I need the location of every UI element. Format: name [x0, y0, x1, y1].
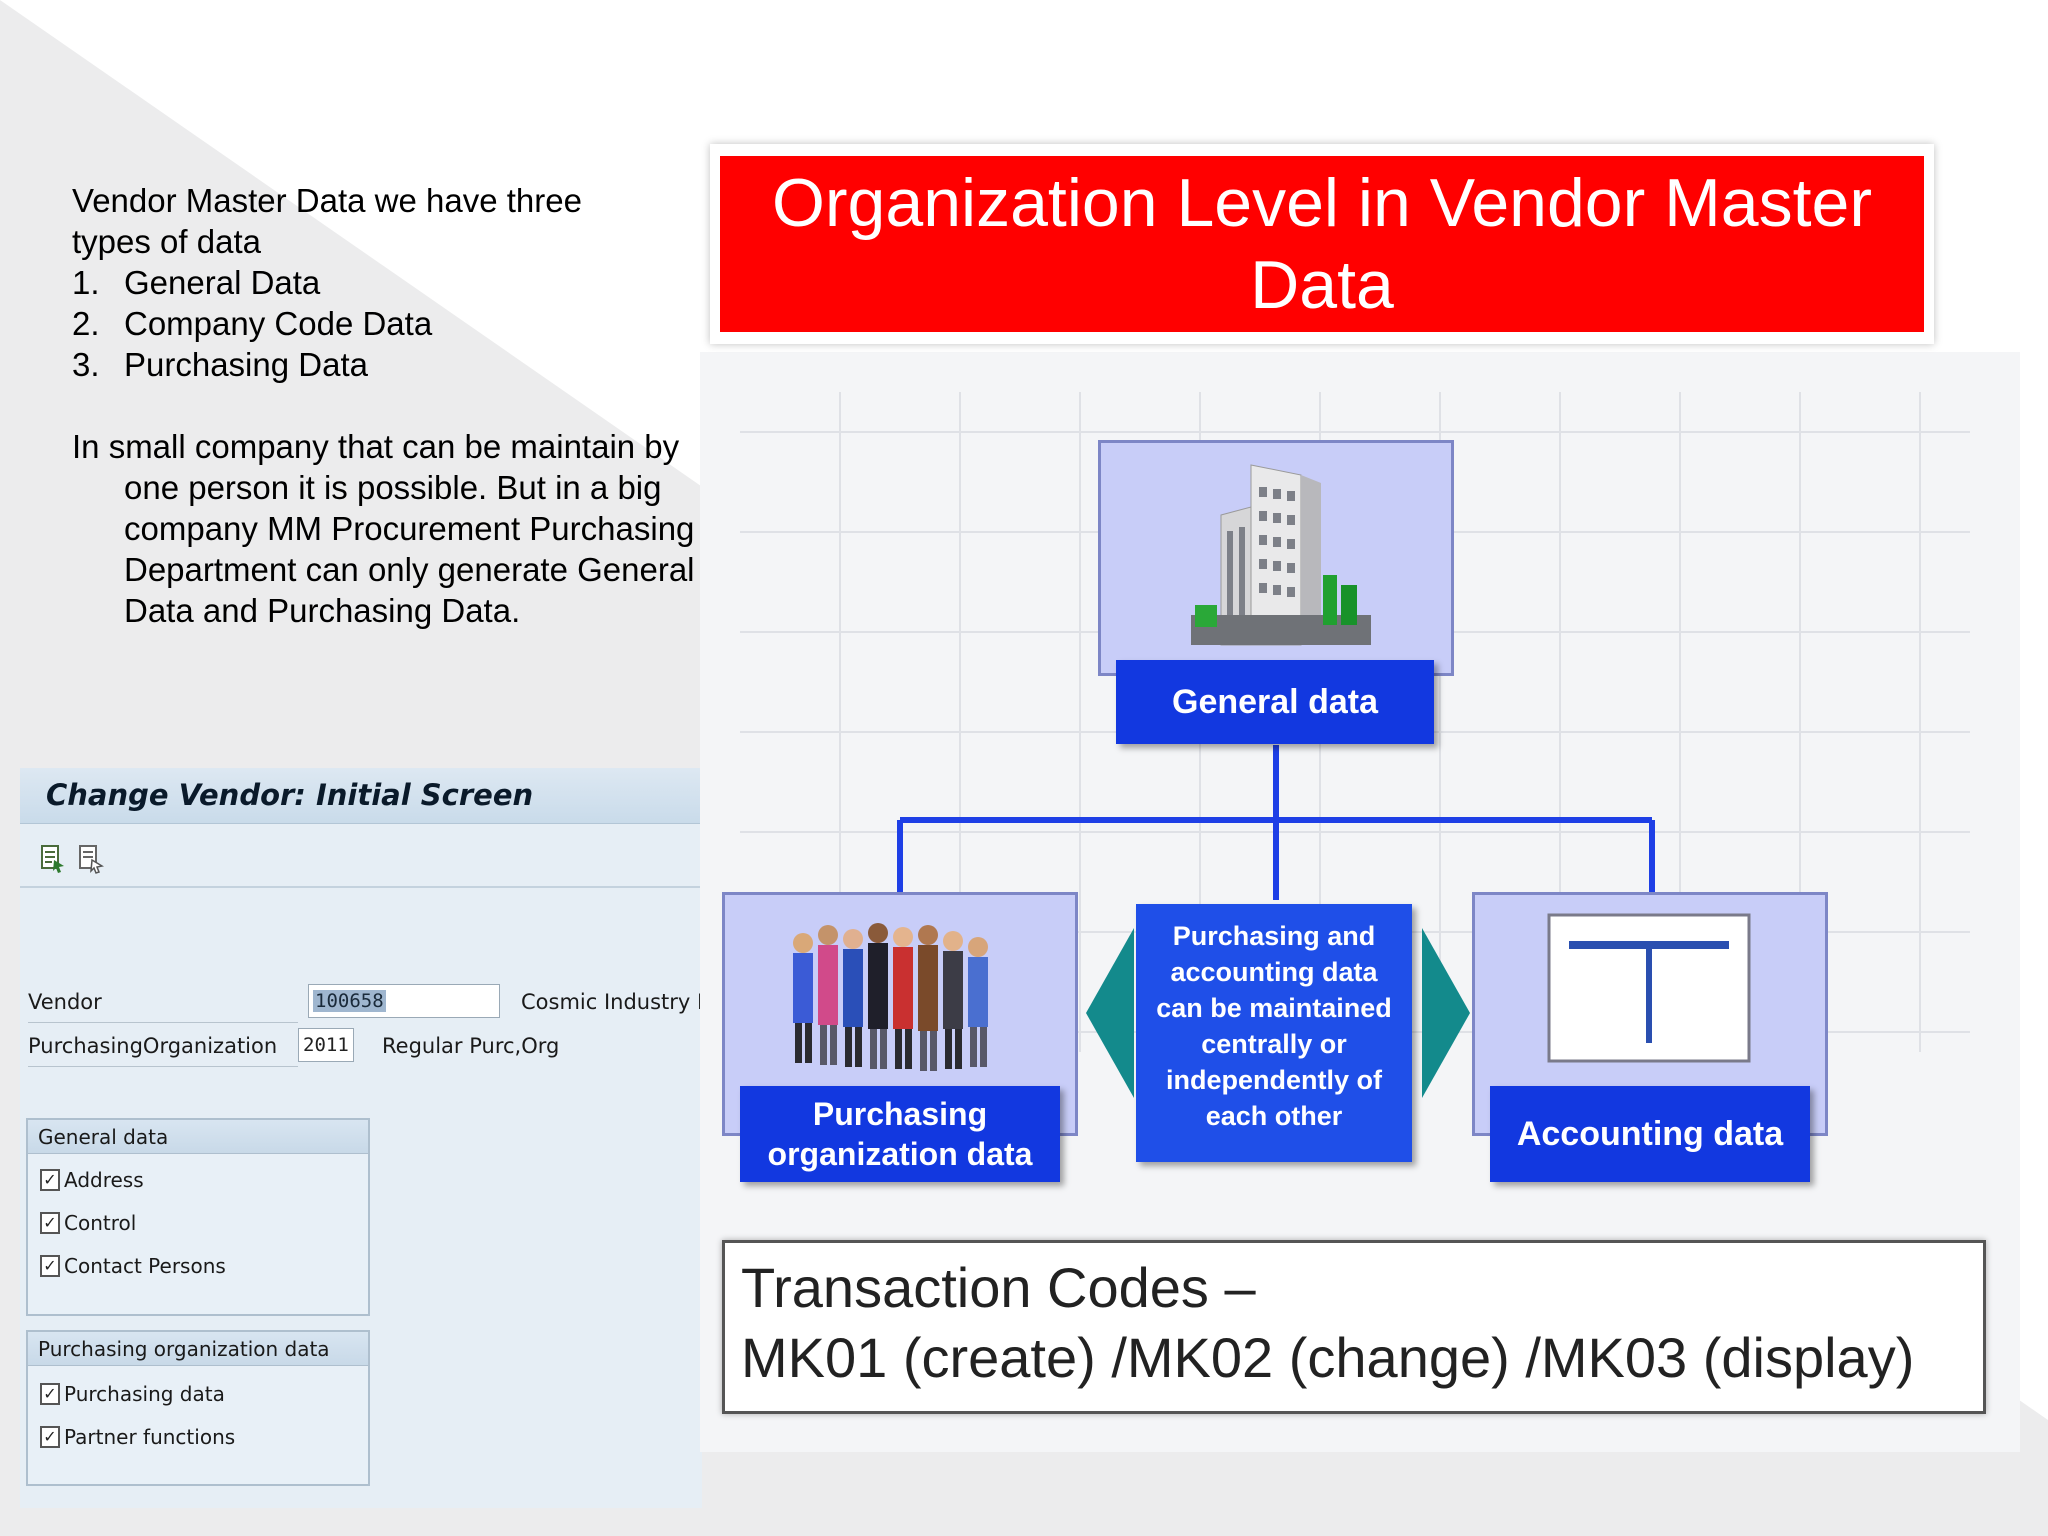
- intro-text: Vendor Master Data we have three types o…: [72, 180, 712, 631]
- checkbox-icon[interactable]: ✓: [40, 1425, 60, 1448]
- list-item: 1.General Data: [72, 264, 321, 301]
- transaction-codes-box: Transaction Codes – MK01 (create) /MK02 …: [722, 1240, 1986, 1414]
- purchasing-org-data-group: Purchasing organization data ✓Purchasing…: [26, 1330, 370, 1486]
- purchasing-org-input[interactable]: 2011: [298, 1028, 354, 1062]
- general-data-node: [1098, 440, 1454, 676]
- arrow-right-icon: [1422, 928, 1470, 1098]
- checkbox-address[interactable]: ✓Address: [28, 1158, 368, 1201]
- purchasing-org-data-group-title: Purchasing organization data: [28, 1332, 368, 1366]
- diagram-title: Organization Level in Vendor Master Data: [720, 156, 1924, 332]
- people-icon: [793, 923, 988, 1071]
- checkbox-icon[interactable]: ✓: [40, 1211, 60, 1234]
- select-icon[interactable]: [78, 844, 105, 874]
- general-data-label: General data: [1116, 660, 1434, 744]
- vendor-description: Cosmic Industry Ltd: [521, 990, 731, 1014]
- intro-heading-line2: types of data: [72, 223, 261, 260]
- center-info-box: Purchasing and accounting data can be ma…: [1136, 904, 1412, 1162]
- sap-toolbar: [20, 824, 702, 888]
- checkbox-purchasing-data[interactable]: ✓Purchasing data: [28, 1372, 368, 1415]
- checkbox-control[interactable]: ✓Control: [28, 1201, 368, 1244]
- checkbox-icon[interactable]: ✓: [40, 1168, 60, 1191]
- transaction-codes-list: MK01 (create) /MK02 (change) /MK03 (disp…: [741, 1326, 1915, 1389]
- checkbox-contact-persons[interactable]: ✓Contact Persons: [28, 1244, 368, 1287]
- vendor-input[interactable]: 100658: [308, 984, 500, 1018]
- intro-paragraph: In small company that can be maintain by…: [72, 428, 695, 629]
- intro-heading-line1: Vendor Master Data we have three: [72, 182, 582, 219]
- general-data-group-title: General data: [28, 1120, 368, 1154]
- purchasing-org-description: Regular Purc,Org: [382, 1034, 560, 1058]
- list-item: 3.Purchasing Data: [72, 346, 368, 383]
- arrow-left-icon: [1086, 928, 1134, 1098]
- diagram-title-box: Organization Level in Vendor Master Data: [710, 144, 1934, 344]
- building-icon: [1191, 464, 1371, 646]
- sap-change-vendor-screen: Change Vendor: Initial Screen Vendor 100…: [20, 768, 730, 1508]
- checkbox-icon[interactable]: ✓: [40, 1254, 60, 1277]
- purchasing-org-label: PurchasingOrganization: [28, 1034, 278, 1058]
- transaction-codes-heading: Transaction Codes –: [741, 1256, 1256, 1319]
- accounting-label: Accounting data: [1490, 1086, 1810, 1182]
- sap-screen-title: Change Vendor: Initial Screen: [20, 768, 702, 824]
- list-item: 2.Company Code Data: [72, 305, 433, 342]
- execute-icon[interactable]: [40, 844, 66, 874]
- checkbox-partner-functions[interactable]: ✓Partner functions: [28, 1415, 368, 1458]
- purchasing-org-label: Purchasing organization data: [740, 1086, 1060, 1182]
- vendor-label: Vendor: [28, 990, 102, 1014]
- ledger-icon: [1547, 913, 1751, 1063]
- data-types-list: 1.General Data 2.Company Code Data 3.Pur…: [72, 262, 712, 385]
- general-data-group: General data ✓Address ✓Control ✓Contact …: [26, 1118, 370, 1316]
- checkbox-icon[interactable]: ✓: [40, 1382, 60, 1405]
